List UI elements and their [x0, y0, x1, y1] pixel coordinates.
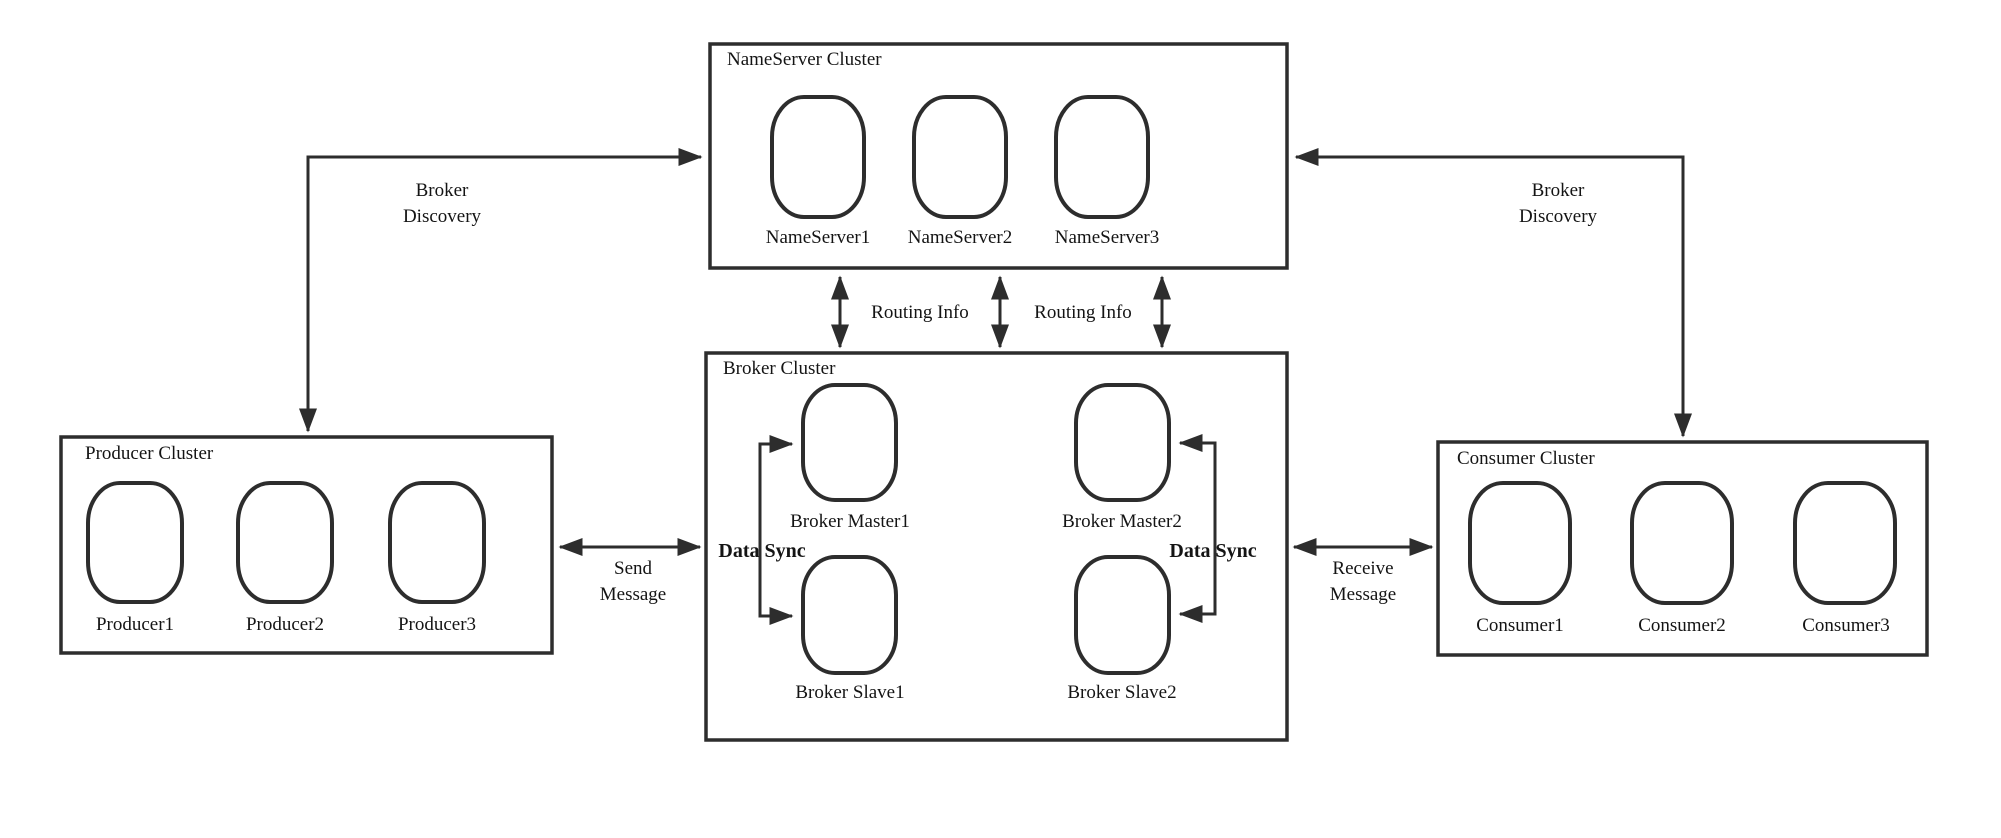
broker-master1-label: Broker Master1: [790, 511, 910, 532]
nameserver2-label: NameServer2: [908, 227, 1012, 248]
data-sync-left-label: Data Sync: [718, 540, 805, 562]
nameserver-cluster: NameServer Cluster NameServer1 NameServe…: [708, 42, 1289, 270]
broker-discovery-left-label-line2: Discovery: [403, 206, 482, 227]
broker-slave1-node: [801, 555, 898, 675]
nameserver1-label: NameServer1: [766, 227, 870, 248]
producer-cluster: Producer Cluster Producer1 Producer2 Pro…: [59, 435, 554, 655]
broker-discovery-left-label-line1: Broker: [416, 180, 469, 201]
send-message-label-line1: Send: [614, 558, 653, 579]
consumer1-label: Consumer1: [1476, 615, 1564, 636]
nameserver-cluster-title: NameServer Cluster: [727, 49, 882, 70]
broker-slave2-label: Broker Slave2: [1067, 682, 1176, 703]
broker-discovery-right-label-line1: Broker: [1532, 180, 1585, 201]
consumer1-node: [1468, 481, 1572, 605]
broker-cluster: Broker Cluster Broker Master1 Broker Mas…: [704, 351, 1289, 742]
broker-slave2-node: [1074, 555, 1171, 675]
consumer2-label: Consumer2: [1638, 615, 1726, 636]
nameserver1-node: [770, 95, 866, 219]
broker-master2-node: [1074, 383, 1171, 502]
send-message-label-line2: Message: [600, 584, 666, 605]
data-sync-left-arrow: [758, 435, 794, 625]
diagram-edges: Broker Discovery Broker Discovery Routin…: [299, 148, 1692, 605]
producer1-node: [86, 481, 184, 604]
consumer-cluster-title: Consumer Cluster: [1457, 448, 1595, 469]
data-sync-right-arrow: [1178, 434, 1217, 623]
producer2-label: Producer2: [246, 614, 324, 635]
broker-slave1-label: Broker Slave1: [795, 682, 904, 703]
routing-info-left-label: Routing Info: [871, 302, 969, 323]
broker-discovery-left-arrow: [299, 148, 703, 433]
broker-master1-node: [801, 383, 898, 502]
routing-info-right-label: Routing Info: [1034, 302, 1132, 323]
consumer2-node: [1630, 481, 1734, 605]
broker-discovery-right-label-line2: Discovery: [1519, 206, 1598, 227]
data-sync-right-label: Data Sync: [1169, 540, 1256, 562]
receive-message-label-line2: Message: [1330, 584, 1396, 605]
broker-cluster-title: Broker Cluster: [723, 358, 836, 379]
consumer-cluster: Consumer Cluster Consumer1 Consumer2 Con…: [1436, 440, 1929, 657]
producer3-node: [388, 481, 486, 604]
consumer3-node: [1793, 481, 1897, 605]
nameserver3-label: NameServer3: [1055, 227, 1159, 248]
nameserver2-node: [912, 95, 1008, 219]
broker-master2-label: Broker Master2: [1062, 511, 1182, 532]
producer1-label: Producer1: [96, 614, 174, 635]
consumer3-label: Consumer3: [1802, 615, 1890, 636]
nameserver3-node: [1054, 95, 1150, 219]
receive-message-label-line1: Receive: [1332, 558, 1393, 579]
producer3-label: Producer3: [398, 614, 476, 635]
broker-discovery-right-arrow: [1294, 148, 1692, 438]
producer-cluster-title: Producer Cluster: [85, 443, 214, 464]
producer2-node: [236, 481, 334, 604]
